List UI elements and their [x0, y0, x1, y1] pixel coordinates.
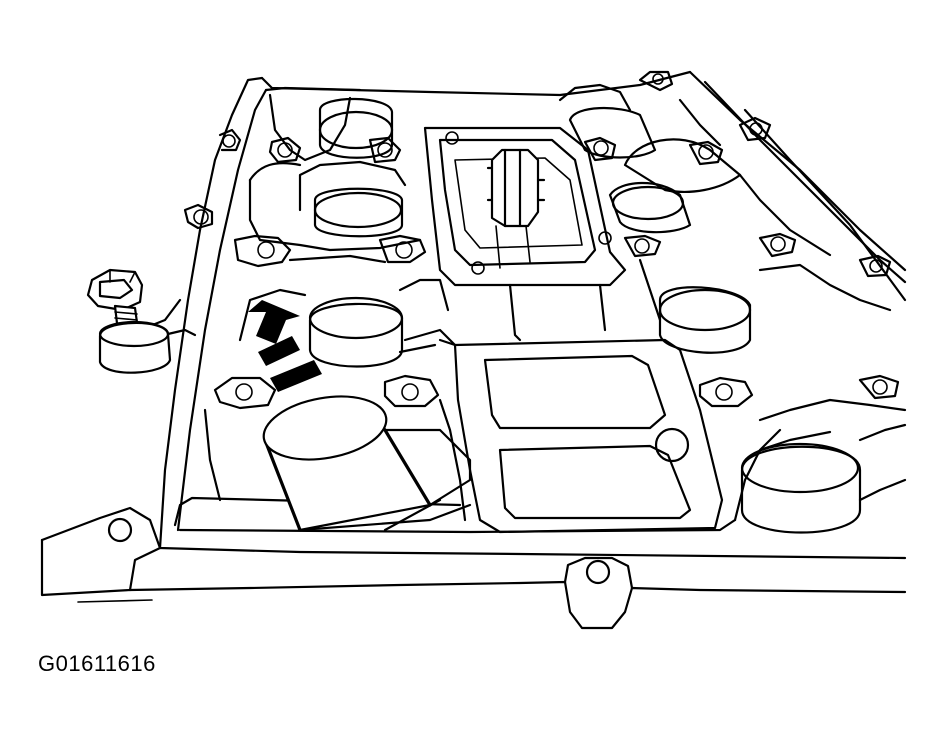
runner-group-right: [558, 70, 892, 354]
sensor-housing: [423, 126, 627, 342]
sensor-connector-icon: [486, 148, 546, 269]
base-flange: [40, 506, 907, 630]
cylindrical-tool-icon: [262, 395, 472, 532]
removal-direction-arrow: [248, 300, 322, 392]
runner-group-middle-left: [203, 234, 467, 522]
runner-group-lower-right: [698, 374, 907, 534]
bolt-icon: [86, 268, 197, 374]
port-plate: [398, 328, 724, 534]
figure-code: G01611616: [38, 651, 156, 676]
runner-group-left: [183, 93, 422, 252]
